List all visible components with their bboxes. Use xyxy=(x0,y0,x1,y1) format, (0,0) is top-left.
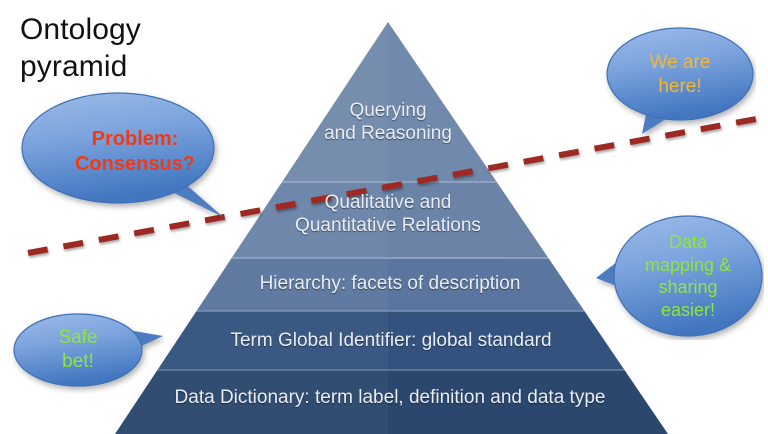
callout-shape xyxy=(606,27,754,134)
callout-problem-consensus: Problem: Consensus? xyxy=(18,86,230,218)
page-title: Ontology pyramid xyxy=(20,13,141,83)
callout-shape xyxy=(596,215,763,337)
callout-shape xyxy=(21,92,223,217)
pyramid-layer-term-global-identifier xyxy=(115,311,668,370)
callout-shape xyxy=(13,313,163,387)
callout-safe-bet: Safe bet! xyxy=(12,306,164,394)
pyramid-layer-data-dictionary xyxy=(115,370,668,434)
callout-data-mapping-sharing: Data mapping & sharing easier! xyxy=(596,212,764,340)
callout-we-are-here: We are here! xyxy=(604,22,756,142)
